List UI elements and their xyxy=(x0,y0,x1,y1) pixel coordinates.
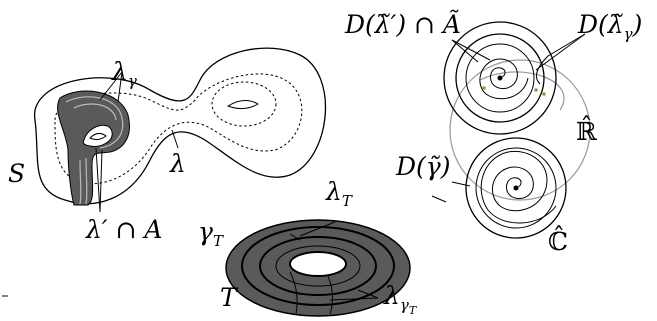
dotted-curve-lambda xyxy=(54,73,303,185)
torus-T: λT γT T λγT xyxy=(198,177,418,317)
dotted-ring-right xyxy=(211,81,277,127)
riemann-sphere: D(λ̃′) ∩ Ã D(λ̃γ) ℝ̂ D(γ̃) ℂ̂ xyxy=(344,10,642,256)
label-D-lambda-prime-cap-A: D(λ̃′) ∩ Ã xyxy=(344,10,461,39)
surface-outline xyxy=(34,47,327,205)
torus-hole xyxy=(289,251,347,277)
spiral-upper xyxy=(479,58,529,100)
label-lambda-T: λT xyxy=(325,177,353,210)
label-lambda-cap-A: λ′ ∩ A xyxy=(85,215,162,244)
annulus-lambda-gamma xyxy=(57,90,130,206)
label-R-hat: ℝ̂ xyxy=(576,115,597,146)
label-T: T xyxy=(220,283,239,312)
real-circle xyxy=(449,59,591,201)
spiral-lower xyxy=(480,150,557,224)
surface-S: λγ S λ λ′ ∩ A xyxy=(2,47,327,297)
label-lambda: λ xyxy=(169,149,186,178)
label-gamma-T: γT xyxy=(198,217,224,250)
label-D-lambda-gamma: D(λ̃γ) xyxy=(577,10,642,43)
label-lambda-gamma: λγ xyxy=(111,57,137,90)
label-C-hat: ℂ̂ xyxy=(548,225,568,256)
hole-right xyxy=(226,100,260,110)
label-S: S xyxy=(8,159,25,188)
annulus-inner-hole xyxy=(82,124,113,147)
label-D-gamma: D(γ̃) xyxy=(395,152,451,181)
label-lambda-gamma-T: λγT xyxy=(383,281,418,317)
